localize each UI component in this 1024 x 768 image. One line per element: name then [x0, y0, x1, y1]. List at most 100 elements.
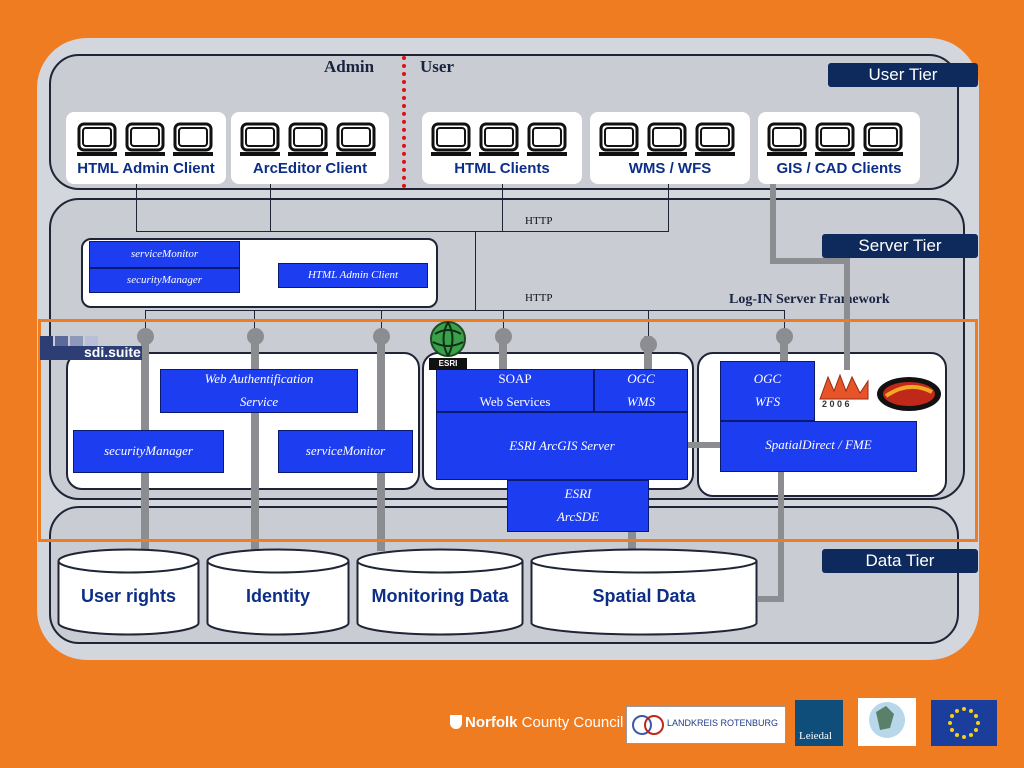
norfolk-bold: Norfolk — [465, 714, 518, 731]
html-admin-client-box: HTML Admin Client — [278, 263, 428, 288]
client-html-admin: HTML Admin Client — [66, 112, 226, 184]
client-arceditor: ArcEditor Client — [231, 112, 389, 184]
client-label: HTML Clients — [454, 160, 550, 177]
pipe — [770, 258, 850, 264]
web-auth-line1: Web Authentification — [204, 371, 314, 387]
monitor-icon — [125, 122, 165, 156]
monitor-icon — [767, 122, 807, 156]
norfolk-rest: County Council — [517, 714, 624, 731]
service-monitor-admin: serviceMonitor — [89, 241, 240, 268]
db-label: Monitoring Data — [371, 586, 509, 606]
connector-knob — [373, 328, 390, 345]
db-label: Identity — [245, 586, 310, 606]
connector-line — [503, 310, 504, 340]
eu-stars-icon — [948, 707, 980, 739]
connector-line — [145, 310, 146, 340]
eu-flag-logo — [931, 700, 997, 746]
fme-year: 2 0 0 6 — [822, 399, 850, 409]
spatialdirect-fme: SpatialDirect / FME — [720, 421, 917, 472]
ogc-wfs-line2: WFS — [754, 394, 781, 409]
north-sea-map-icon — [869, 702, 905, 738]
soap-line1: SOAP — [498, 370, 532, 386]
ogc-wfs: OGC WFS — [720, 361, 815, 421]
monitor-icon — [647, 122, 687, 156]
monitor-icon — [527, 122, 567, 156]
connector-line — [668, 184, 669, 232]
db-user-rights: User rights — [57, 548, 200, 636]
connector-line — [270, 184, 271, 232]
client-label: GIS / CAD Clients — [776, 160, 902, 177]
server-tier-label: Server Tier — [822, 234, 978, 258]
logo-band — [40, 346, 142, 360]
web-authentication-service: Web Authentification Service — [160, 369, 358, 413]
connector-line — [381, 310, 382, 340]
esri-globe-icon: ESRI — [429, 320, 467, 370]
esri-arcsde: ESRI ArcSDE — [507, 480, 649, 532]
pipe — [688, 442, 722, 448]
user-tier-label: User Tier — [828, 63, 978, 87]
ogc-wfs-line1: OGC — [753, 371, 782, 387]
http-label-top: HTTP — [525, 215, 553, 227]
pipe — [499, 336, 507, 372]
connector-line — [145, 310, 785, 311]
norfolk-county-council-logo: Norfolk County Council — [450, 714, 623, 731]
client-gis-cad: GIS / CAD Clients — [758, 112, 920, 184]
http-label-mid: HTTP — [525, 292, 553, 304]
monitor-icon — [77, 122, 117, 156]
client-label: WMS / WFS — [628, 160, 712, 177]
ogc-wms-line2: WMS — [626, 393, 656, 409]
esri-arcgis-server: ESRI ArcGIS Server — [436, 412, 688, 480]
pipe — [758, 596, 784, 602]
logo-square — [55, 336, 68, 346]
monitor-icon — [240, 122, 280, 156]
admin-user-divider — [402, 56, 406, 188]
db-spatial-data: Spatial Data — [530, 548, 758, 636]
landkreis-rotenburg-logo: Landkreis Rotenburg — [626, 706, 786, 744]
fme-logo-icon: 2 0 0 6 — [818, 373, 870, 413]
ogc-wms-line1: OGC — [627, 370, 655, 386]
sdi-suite-logo: sdi.suite — [40, 336, 144, 362]
security-manager-sdi: securityManager — [73, 430, 224, 473]
monitor-icon — [695, 122, 735, 156]
connector-knob — [137, 328, 154, 345]
pipe — [778, 470, 784, 600]
connector-knob — [776, 328, 793, 345]
data-tier-label: Data Tier — [822, 549, 978, 573]
logo-square — [70, 336, 83, 346]
landkreis-emblem-icon — [632, 715, 664, 735]
db-monitoring-data: Monitoring Data — [356, 548, 524, 636]
web-auth-line2: Service — [239, 394, 279, 409]
logo-square — [40, 336, 53, 346]
connector-line — [502, 184, 503, 232]
monitor-icon — [288, 122, 328, 156]
connector-knob — [495, 328, 512, 345]
north-sea-region-logo — [858, 698, 916, 746]
esri-logo-label: ESRI — [429, 358, 467, 370]
monitor-icon — [173, 122, 213, 156]
pipe — [770, 184, 776, 262]
norfolk-crest-icon — [450, 715, 462, 729]
monitor-icon — [479, 122, 519, 156]
pipe — [251, 336, 259, 551]
client-label: ArcEditor Client — [252, 160, 368, 177]
connector-knob — [247, 328, 264, 345]
client-html: HTML Clients — [422, 112, 582, 184]
arcsde-line2: ArcSDE — [556, 509, 600, 524]
admin-heading: Admin — [324, 57, 375, 76]
connector-line — [475, 231, 476, 311]
monitor-icon — [599, 122, 639, 156]
pipe — [780, 336, 788, 364]
connector-line — [784, 310, 785, 340]
soap-line2: Web Services — [479, 393, 551, 409]
monitor-icon — [336, 122, 376, 156]
client-label: HTML Admin Client — [77, 160, 215, 177]
connector-knob — [640, 336, 657, 353]
sdi-suite-logo-text: sdi.suite — [84, 344, 141, 360]
db-identity: Identity — [206, 548, 350, 636]
login-framework-label: Log-IN Server Framework — [729, 292, 890, 307]
monitor-icon — [815, 122, 855, 156]
landkreis-text: Landkreis Rotenburg — [667, 718, 779, 728]
soap-web-services: SOAP Web Services — [436, 369, 594, 412]
leiedal-text: Leiedal — [799, 730, 832, 742]
connector-line — [648, 310, 649, 340]
